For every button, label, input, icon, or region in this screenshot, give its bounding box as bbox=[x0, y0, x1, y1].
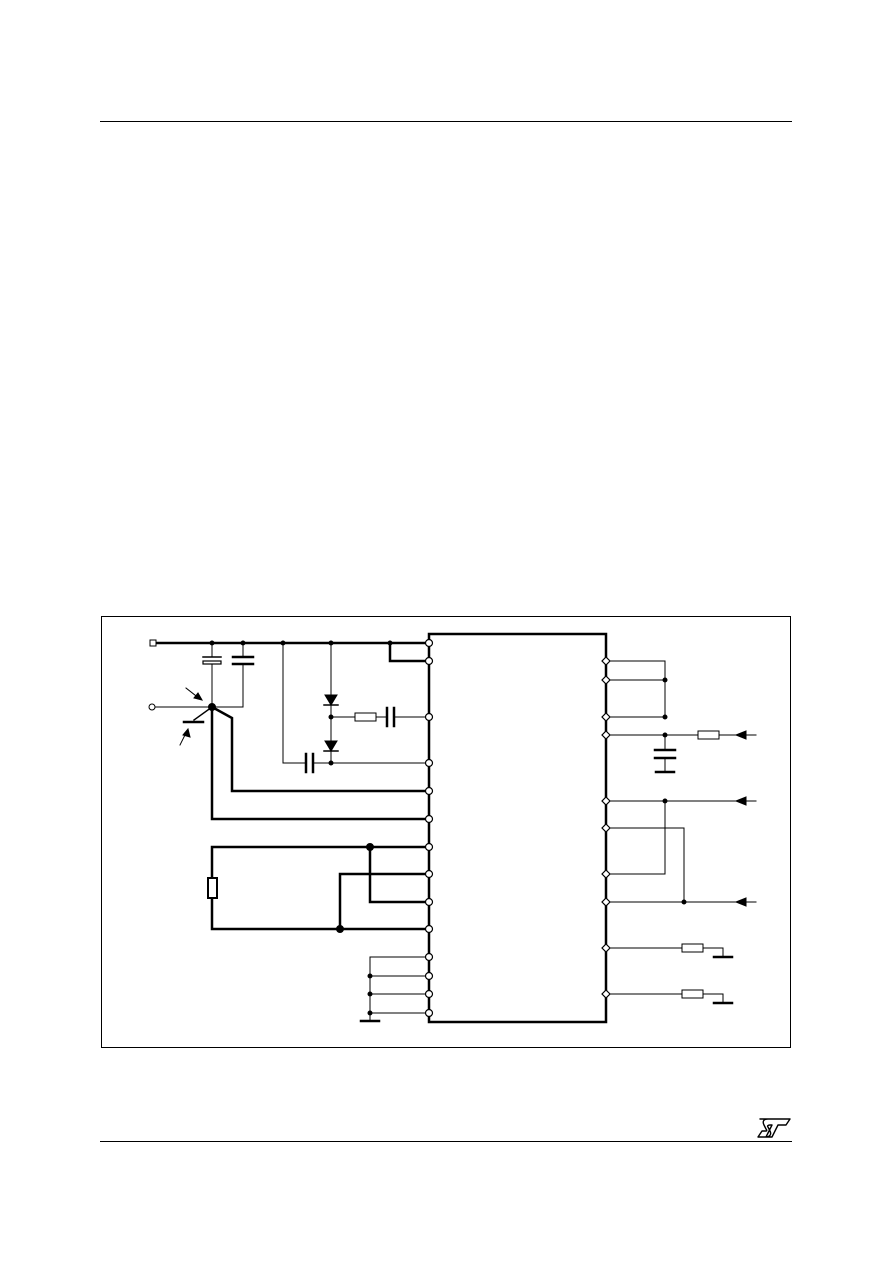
input-line-3 bbox=[605, 827, 757, 907]
resistor-capacitor-series bbox=[330, 706, 430, 728]
ic-pin bbox=[424, 712, 434, 722]
ic-pin bbox=[601, 869, 611, 879]
ic-pin bbox=[601, 943, 611, 953]
ic-pin bbox=[424, 814, 434, 824]
capacitor-c4 bbox=[653, 734, 677, 774]
ic-pin bbox=[601, 823, 611, 833]
heavy-traces bbox=[210, 705, 431, 821]
input-resistor bbox=[697, 730, 757, 740]
figure-frame bbox=[101, 616, 791, 1048]
junction-dot bbox=[366, 843, 374, 851]
ic-pin bbox=[601, 675, 611, 685]
feedback-resistor bbox=[207, 845, 431, 931]
ic-pin bbox=[424, 952, 434, 962]
rail-junction bbox=[387, 640, 393, 646]
input-line bbox=[148, 703, 213, 711]
output-resistor-1 bbox=[605, 943, 734, 959]
ic-pin bbox=[601, 897, 611, 907]
ic-pin bbox=[424, 842, 434, 852]
ic-right-pins bbox=[601, 656, 611, 999]
footer-rule bbox=[100, 1141, 792, 1142]
ic-pin bbox=[601, 656, 611, 666]
junction-dot bbox=[336, 925, 344, 933]
supply-rail bbox=[149, 639, 431, 663]
ic-pin bbox=[424, 971, 434, 981]
ic-left-pins bbox=[424, 638, 434, 1018]
ic-pin bbox=[601, 712, 611, 722]
right-wiring bbox=[605, 660, 699, 738]
ic-pin bbox=[424, 869, 434, 879]
ic-pin bbox=[424, 758, 434, 768]
ic-pin bbox=[601, 730, 611, 740]
ic-pin bbox=[424, 656, 434, 666]
ic-pin bbox=[424, 638, 434, 648]
ic-body bbox=[427, 632, 608, 1024]
ic-pin bbox=[601, 796, 611, 806]
ic-pin bbox=[424, 989, 434, 999]
capacitor-c2 bbox=[211, 640, 255, 708]
st-logo bbox=[757, 1118, 791, 1138]
ic-pin bbox=[424, 897, 434, 907]
ground-pins bbox=[359, 956, 430, 1023]
capacitor-c1 bbox=[202, 640, 222, 708]
output-resistor-2 bbox=[605, 989, 734, 1005]
transistor-symbol bbox=[179, 687, 216, 746]
ic-pin bbox=[424, 786, 434, 796]
ic-pin bbox=[424, 924, 434, 934]
diode-pair bbox=[323, 640, 339, 766]
input-line-2 bbox=[605, 796, 757, 875]
ic-pin bbox=[601, 989, 611, 999]
header-rule bbox=[100, 121, 792, 122]
ic-pin bbox=[424, 1008, 434, 1018]
